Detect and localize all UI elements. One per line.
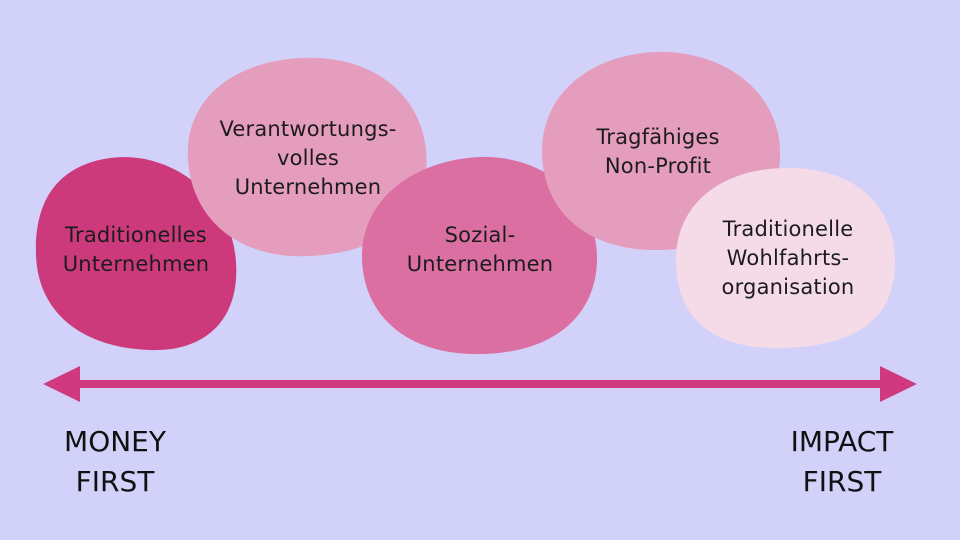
impact-first-label: IMPACT FIRST [790, 425, 894, 498]
spectrum-arrow [43, 366, 917, 402]
blob-social-business [362, 156, 597, 355]
blob-traditional-welfare [676, 168, 895, 349]
label-responsible-business: Verantwortungs- volles Unternehmen [219, 116, 397, 199]
label-traditional-business: Traditionelles Unternehmen [62, 223, 210, 276]
label-traditional-welfare: Traditionelle Wohlfahrts- organisation [721, 216, 855, 299]
label-sustainable-nonprofit: Tragfähiges Non-Profit [596, 125, 720, 178]
arrow-head-right [880, 366, 917, 402]
money-first-label: MONEY FIRST [64, 425, 166, 498]
arrow-head-left [43, 366, 80, 402]
blob-traditional-business [35, 157, 237, 351]
blob-responsible-business [187, 57, 427, 257]
label-social-business: Sozial- Unternehmen [406, 223, 554, 276]
arrow-shaft [68, 380, 894, 388]
